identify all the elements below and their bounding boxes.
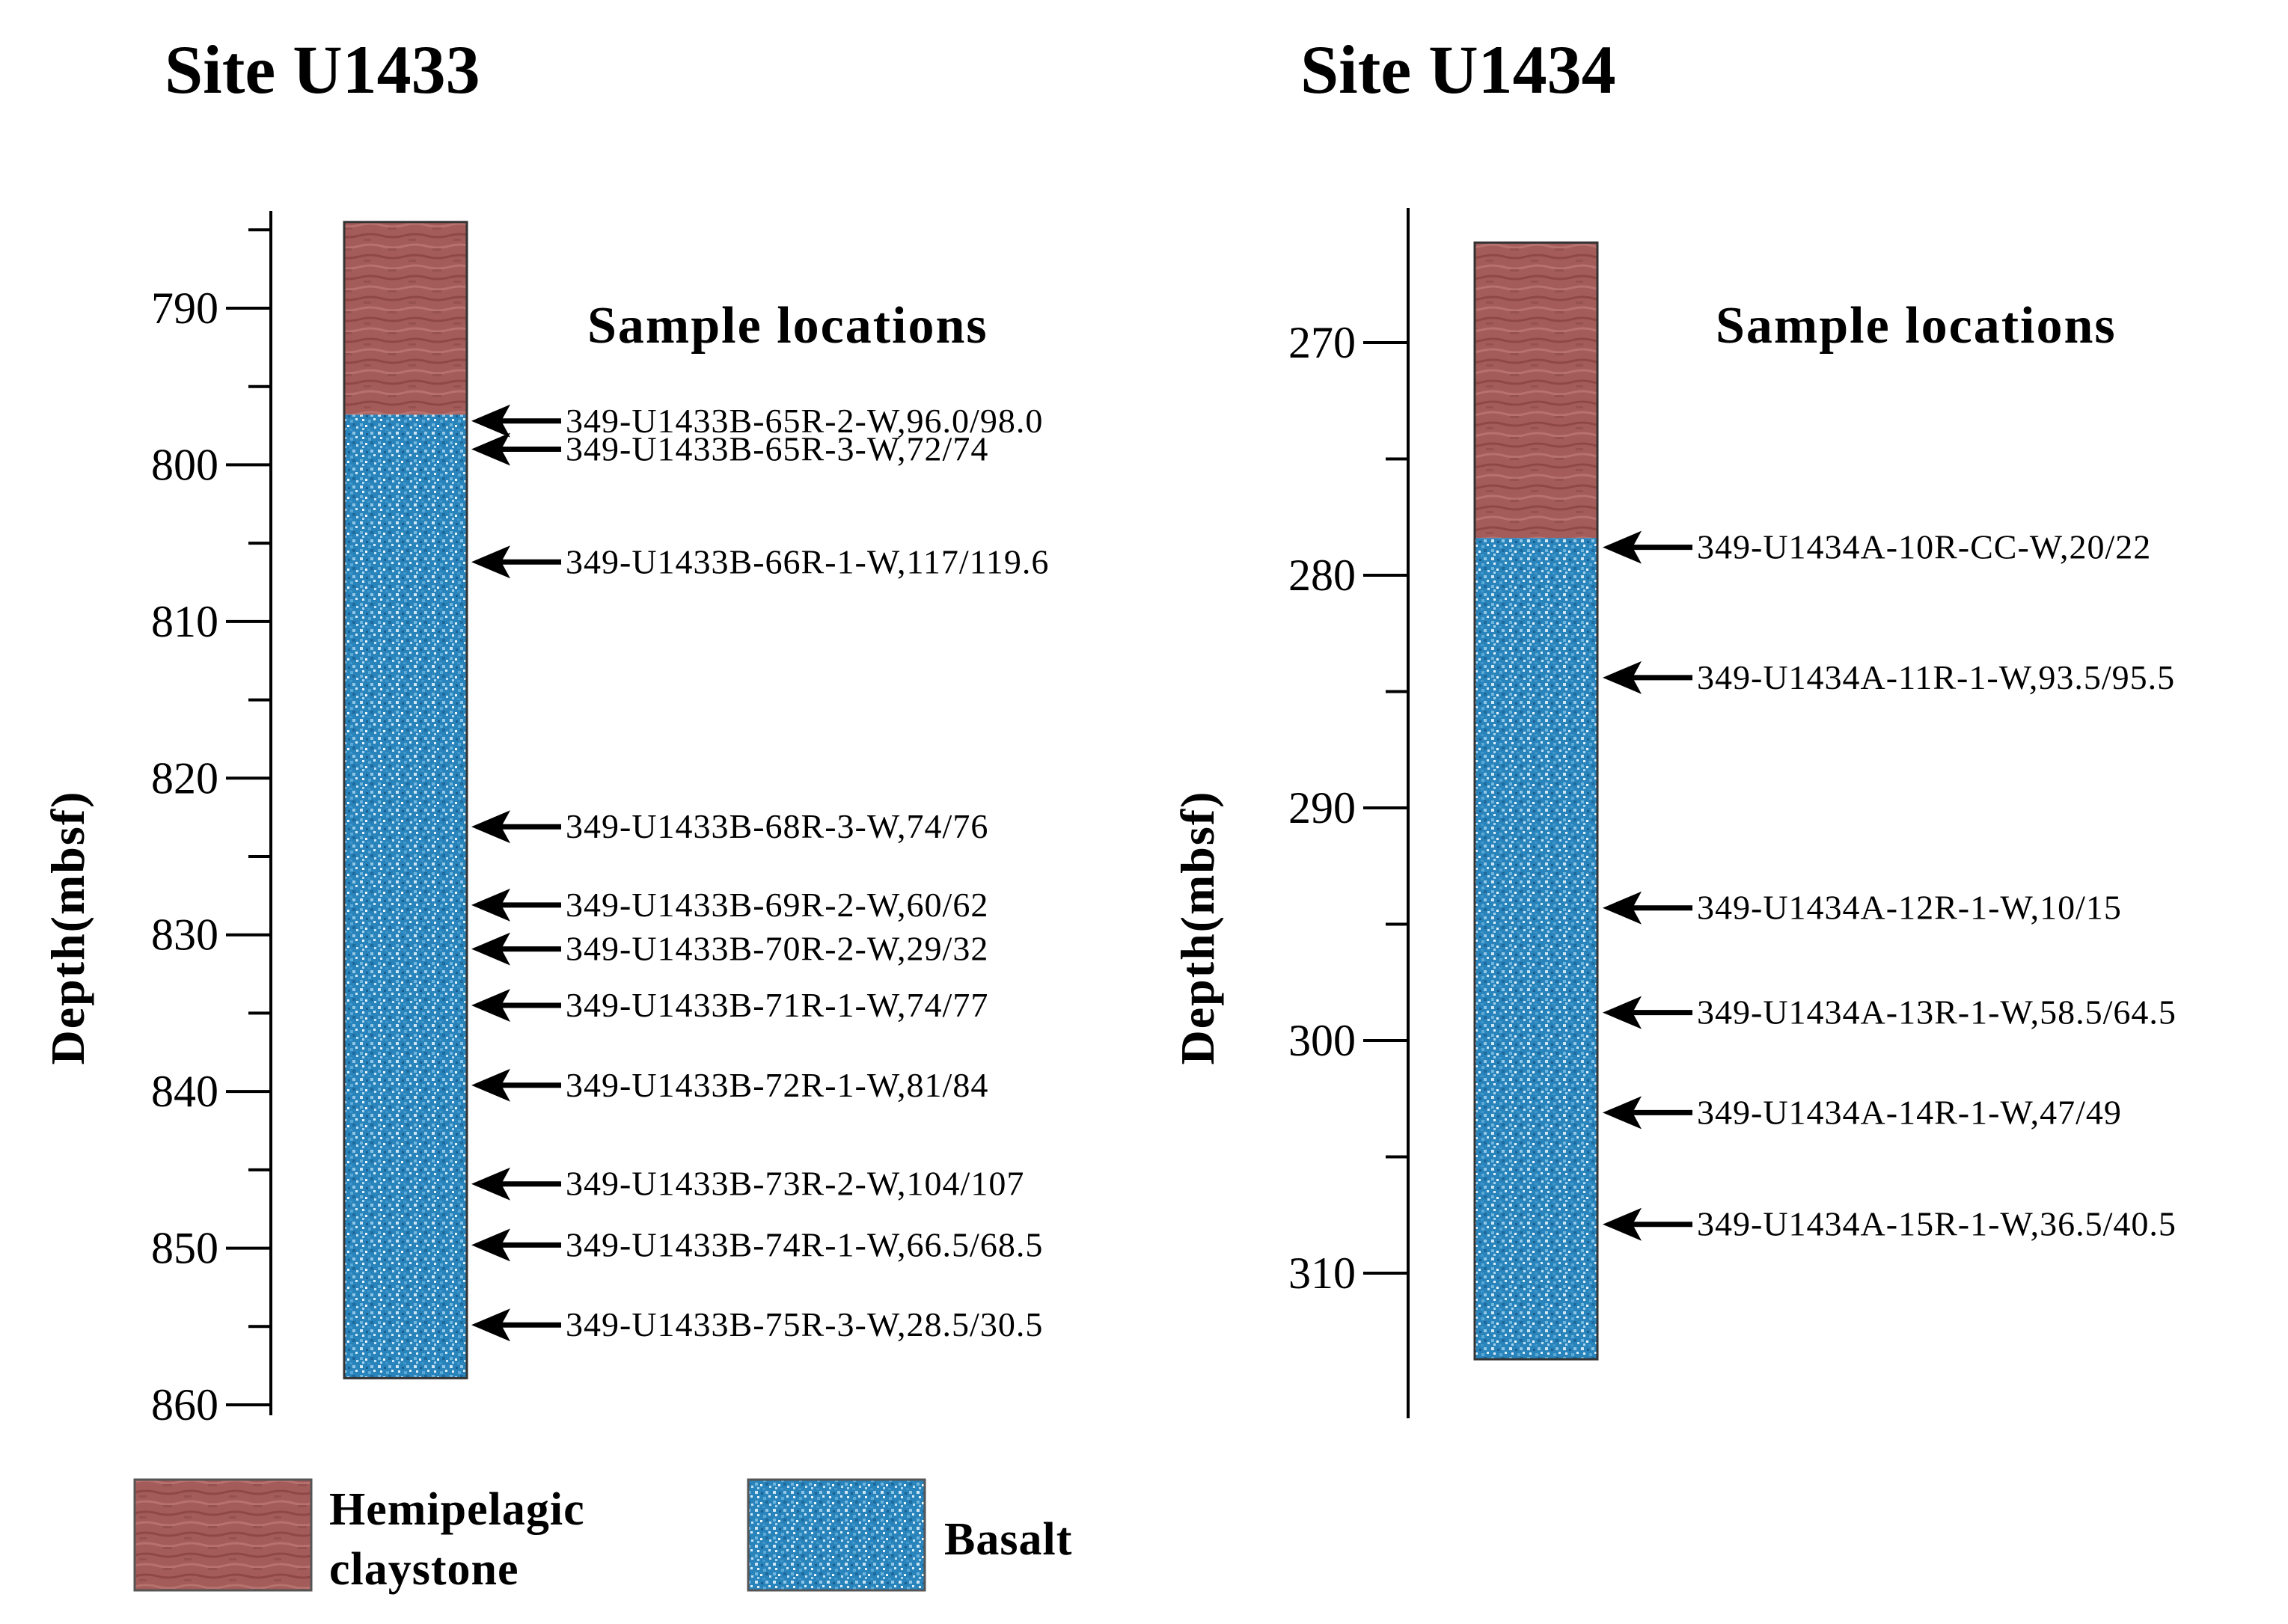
basalt-unit: [1475, 538, 1597, 1360]
tick-label: 850: [151, 1224, 218, 1273]
tick-label: 840: [151, 1067, 218, 1116]
tick-label: 790: [151, 284, 218, 333]
sample-label: 349-U1434A-12R-1-W,10/15: [1697, 889, 2122, 927]
sample-label: 349-U1433B-74R-1-W,66.5/68.5: [566, 1225, 1043, 1263]
tick-label: 300: [1288, 1016, 1356, 1065]
lithology-column-outline: [343, 221, 468, 1379]
tick-label: 310: [1288, 1248, 1356, 1298]
tick-label: 820: [151, 753, 218, 803]
sample-label: 349-U1434A-14R-1-W,47/49: [1697, 1093, 2122, 1131]
sample-arrow-head: [1603, 530, 1642, 564]
sample-label: 349-U1433B-69R-2-W,60/62: [566, 886, 988, 924]
depth-axis-label: Depth(mbsf): [1171, 791, 1224, 1065]
sample-arrow-head: [1603, 996, 1642, 1029]
legend: Hemipelagic claystone Basalt: [133, 1478, 1072, 1595]
sample-arrow-head: [471, 810, 510, 844]
sample-markers: 349-U1433B-65R-2-W,96.0/98.0349-U1433B-6…: [471, 402, 1049, 1343]
sample-label: 349-U1433B-65R-3-W,72/74: [566, 429, 988, 468]
sample-arrow-head: [471, 932, 510, 966]
sample-arrow-head: [1603, 1096, 1642, 1130]
sample-arrow-head: [471, 1068, 510, 1102]
sample-locations-header: Sample locations: [1716, 297, 2117, 355]
sample-arrow-head: [1603, 661, 1642, 694]
sample-label: 349-U1433B-75R-3-W,28.5/30.5: [566, 1305, 1043, 1343]
lithology-column: [1473, 241, 1599, 1361]
site-title: Site U1434: [1300, 31, 1616, 108]
tick-label: 270: [1288, 318, 1356, 367]
tick-label: 810: [151, 597, 218, 646]
tick-label: 830: [151, 910, 218, 960]
sample-arrow-head: [471, 432, 510, 466]
sample-arrow-head: [1603, 1207, 1642, 1241]
tick-label: 290: [1288, 783, 1356, 833]
sample-label: 349-U1433B-73R-2-W,104/107: [566, 1165, 1024, 1203]
site-title: Site U1433: [165, 31, 480, 108]
hemipelagic-claystone-unit: [344, 221, 467, 415]
tick-label: 800: [151, 440, 218, 489]
legend-label-basalt: Basalt: [944, 1514, 1072, 1565]
sample-label: 349-U1433B-68R-3-W,74/76: [566, 807, 988, 845]
sample-label: 349-U1433B-72R-1-W,81/84: [566, 1066, 988, 1104]
lithology-column: [343, 221, 468, 1379]
legend-swatch-basalt: [747, 1478, 926, 1592]
depth-axis: 790 800 810 820 830 840 850 860: [151, 211, 272, 1430]
sample-label: 349-U1434A-10R-CC-W,20/22: [1697, 528, 2151, 566]
site-u1433-panel: Site U1433 Sample locations Depth(mbsf) …: [41, 31, 1049, 1430]
sample-arrow-head: [471, 404, 510, 438]
basalt-unit: [344, 414, 467, 1379]
sample-arrow-head: [471, 988, 510, 1022]
sample-arrow-head: [471, 1167, 510, 1201]
sample-label: 349-U1434A-13R-1-W,58.5/64.5: [1697, 993, 2177, 1032]
sample-arrow-head: [471, 1308, 510, 1342]
legend-swatch-claystone: [133, 1478, 313, 1592]
sample-arrow-head: [471, 888, 510, 922]
sample-arrow-head: [471, 1228, 510, 1262]
sample-markers: 349-U1434A-10R-CC-W,20/22 349-U1434A-11R-…: [1603, 528, 2177, 1243]
sample-arrow-head: [471, 545, 510, 579]
tick-label: 280: [1288, 551, 1356, 600]
sample-label: 349-U1433B-70R-2-W,29/32: [566, 930, 988, 968]
depth-axis: 270 280 290 300 310: [1288, 208, 1410, 1418]
sample-arrow-head: [1603, 891, 1642, 925]
lithology-column-outline: [1473, 241, 1599, 1361]
sample-label: 349-U1433B-71R-1-W,74/77: [566, 986, 988, 1024]
sample-label: 349-U1433B-66R-1-W,117/119.6: [566, 542, 1049, 580]
legend-label-claystone-line2: claystone: [329, 1544, 519, 1595]
legend-label-claystone-line1: Hemipelagic: [329, 1484, 585, 1535]
sample-locations-header: Sample locations: [587, 297, 988, 355]
sample-label: 349-U1434A-11R-1-W,93.5/95.5: [1697, 658, 2175, 696]
hemipelagic-claystone-unit: [1475, 242, 1597, 539]
depth-axis-label: Depth(mbsf): [41, 791, 94, 1065]
site-u1434-panel: Site U1434 Sample locations Depth(mbsf) …: [1171, 31, 2177, 1418]
tick-label: 860: [151, 1380, 218, 1430]
sample-label: 349-U1434A-15R-1-W,36.5/40.5: [1697, 1205, 2177, 1243]
sample-label: 349-U1433B-65R-2-W,96.0/98.0: [566, 402, 1043, 440]
